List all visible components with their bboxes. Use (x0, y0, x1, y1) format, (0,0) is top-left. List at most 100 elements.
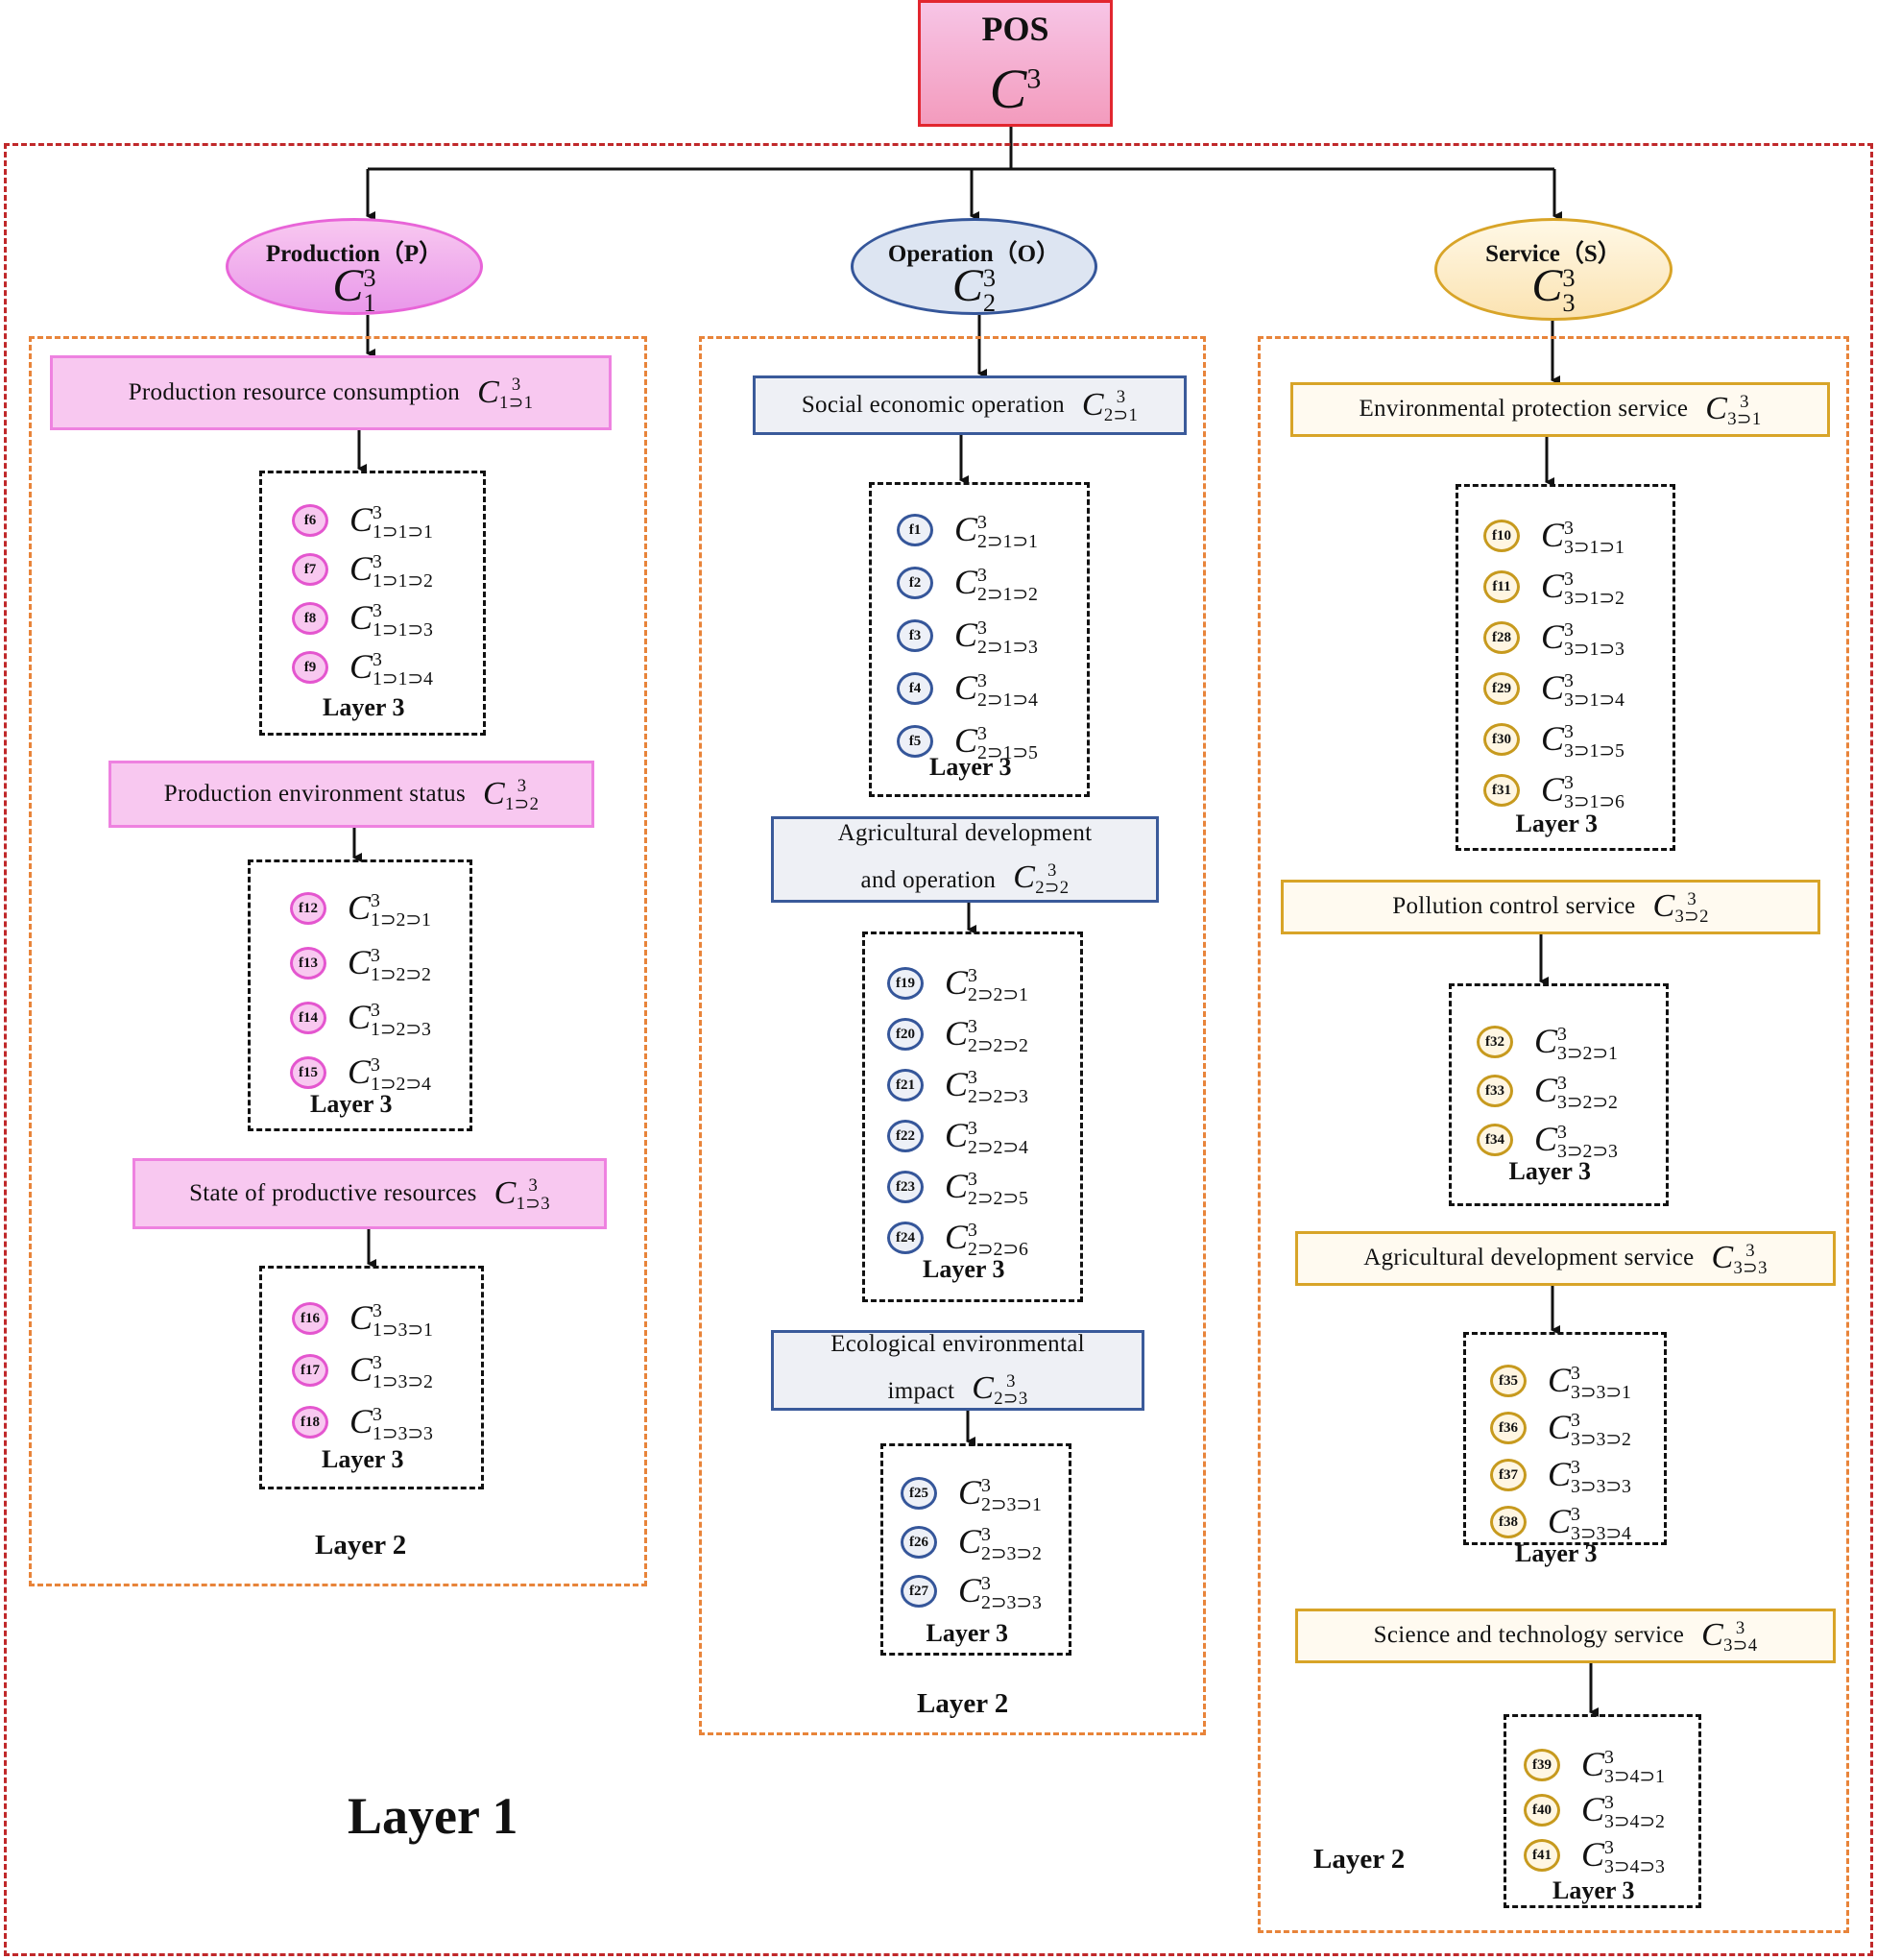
indicator-badge: f31 (1483, 774, 1520, 808)
root-symbol: C3 (989, 58, 1042, 120)
dimension-title: Operation（O） (887, 241, 1061, 267)
layer3-frame (869, 482, 1090, 797)
layer3-frame (1449, 983, 1669, 1206)
indicator-badge: f9 (292, 651, 328, 685)
layer2-label-service: Layer 2 (1313, 1844, 1406, 1875)
layer3-label: Layer 3 (323, 693, 405, 721)
layer3-frame (1504, 1714, 1701, 1908)
indicator-badge: f27 (901, 1575, 937, 1609)
indicator-badge: f4 (897, 672, 933, 706)
indicator-badge: f23 (887, 1171, 924, 1204)
indicator-badge: f5 (897, 725, 933, 759)
indicator-badge: f7 (292, 553, 328, 587)
layer2-label-operation: Layer 2 (917, 1688, 1009, 1719)
indicator-badge: f13 (290, 947, 326, 980)
layer3-frame (862, 932, 1083, 1302)
indicator-badge: f34 (1477, 1124, 1513, 1157)
indicator-badge: f37 (1490, 1459, 1527, 1492)
layer3-frame (248, 859, 472, 1131)
indicator-badge: f18 (292, 1406, 328, 1440)
indicator-badge: f15 (290, 1056, 326, 1090)
layer3-frame (259, 471, 486, 736)
indicator-badge: f1 (897, 514, 933, 547)
layer3-frame (880, 1443, 1071, 1656)
indicator-badge: f20 (887, 1018, 924, 1052)
indicator-badge: f32 (1477, 1026, 1513, 1059)
indicator-badge: f17 (292, 1354, 328, 1388)
layer2-frame-operation (699, 336, 1206, 1735)
indicator-badge: f22 (887, 1120, 924, 1153)
dimension-title: Service（S） (1485, 241, 1622, 267)
layer3-label: Layer 3 (1508, 1157, 1591, 1185)
indicator-badge: f10 (1483, 520, 1520, 553)
indicator-badge: f26 (901, 1526, 937, 1560)
layer3-label: Layer 3 (310, 1090, 393, 1118)
layer3-label: Layer 3 (1515, 1539, 1598, 1567)
layer3-frame (1463, 1332, 1667, 1545)
layer1-frame (4, 143, 1873, 1956)
indicator-badge: f11 (1483, 570, 1520, 604)
layer1-label: Layer 1 (348, 1787, 518, 1845)
indicator-badge: f2 (897, 567, 933, 600)
